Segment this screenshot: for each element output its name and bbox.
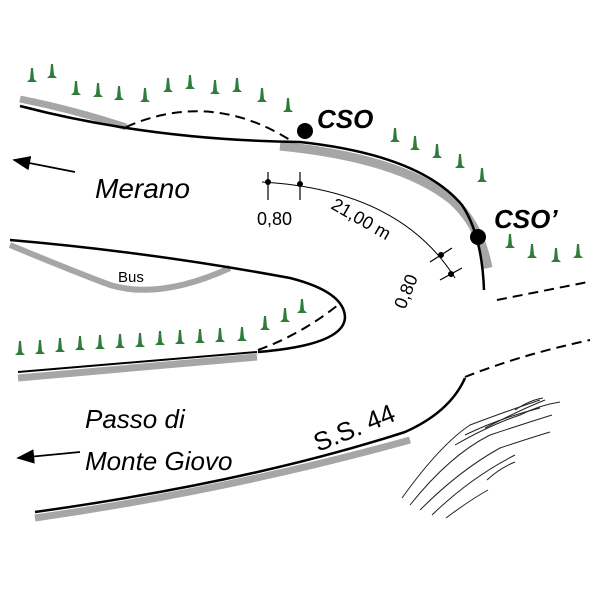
- tree-icon: [47, 64, 57, 78]
- road-edge-upper: [19, 104, 486, 291]
- tree-icon: [505, 234, 515, 248]
- tree-icon: [185, 75, 195, 89]
- road-edge-lower: [34, 377, 467, 514]
- passo-label-line1: Passo di: [85, 404, 186, 434]
- tree-icon: [175, 330, 185, 344]
- curb-upper-right: [279, 141, 493, 269]
- dimension-dots: [265, 179, 454, 277]
- tree-icon: [477, 168, 487, 182]
- tree-icon: [35, 340, 45, 354]
- tree-icon: [140, 88, 150, 102]
- tree-icon: [551, 248, 561, 262]
- tree-icon: [114, 86, 124, 100]
- tree-icon: [297, 299, 307, 313]
- dimension-left-label: 0,80: [257, 209, 292, 229]
- tree-icon: [215, 328, 225, 342]
- dimension-right-label: 0,80: [390, 272, 422, 312]
- arrow-merano: [12, 156, 76, 173]
- tree-icon: [163, 78, 173, 92]
- tree-icon: [573, 244, 583, 258]
- cso-point: [297, 123, 313, 139]
- tree-icon: [455, 154, 465, 168]
- tree-icon: [75, 336, 85, 350]
- road-edge-right-dashed: [496, 281, 589, 301]
- tree-icon: [210, 80, 220, 94]
- curb-lower: [34, 436, 411, 522]
- curb-upper-left: [19, 95, 128, 131]
- tree-icon: [527, 244, 537, 258]
- bus-bay: [8, 242, 232, 293]
- passo-label-line2: Monte Giovo: [85, 446, 232, 476]
- curb-lower-inner: [17, 353, 258, 382]
- tree-icon: [432, 144, 442, 158]
- tree-icon: [232, 78, 242, 92]
- tree-icon: [27, 68, 37, 82]
- hairpin-dashed: [257, 304, 339, 351]
- road-edge-lower-dashed: [464, 339, 591, 378]
- bus-label: Bus: [118, 269, 144, 286]
- cso-label: CSO: [317, 104, 373, 134]
- tree-icon: [115, 334, 125, 348]
- tree-icon: [283, 98, 293, 112]
- tree-icon: [257, 88, 267, 102]
- tree-icon: [195, 329, 205, 343]
- tree-icon: [237, 327, 247, 341]
- tree-icon: [390, 128, 400, 142]
- tree-icon: [93, 83, 103, 97]
- tree-icon: [55, 338, 65, 352]
- hairpin-edge: [9, 238, 347, 354]
- arrow-passo: [16, 449, 81, 464]
- road-edge-upper-dashed: [125, 110, 291, 141]
- cso-prime-label: CSO’: [494, 204, 558, 234]
- tree-icon: [155, 331, 165, 345]
- tree-markers: [15, 64, 583, 355]
- tree-icon: [15, 341, 25, 355]
- tree-icon: [71, 81, 81, 95]
- rock-hatch: [401, 397, 561, 519]
- dimension-arc: [261, 181, 456, 279]
- tree-icon: [280, 308, 290, 322]
- tree-icon: [135, 333, 145, 347]
- tree-icon: [410, 136, 420, 150]
- road-edge-lower-inner: [17, 351, 258, 373]
- cso-prime-point: [470, 229, 486, 245]
- tree-icon: [95, 335, 105, 349]
- merano-label: Merano: [95, 173, 190, 204]
- tree-icon: [260, 316, 270, 330]
